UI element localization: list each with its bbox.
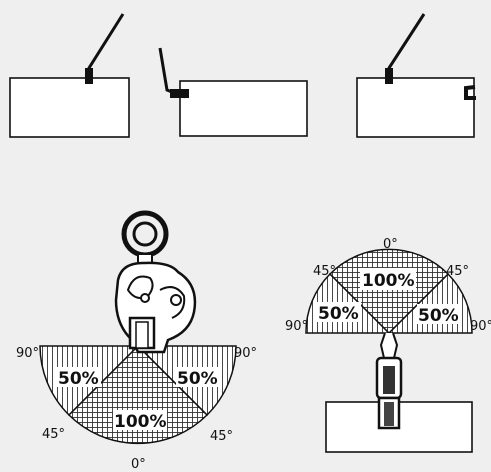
clamp-top-icon (86, 13, 125, 81)
lower-left-figure: 90° 90° 45° 45° 0° 50% 50% 100% (16, 210, 257, 472)
lower-right-figure: 0° 45° 45° 90° 90° 50% 50% 100% (285, 237, 491, 453)
load-area-center (67, 344, 209, 445)
percent-label: 50% (177, 369, 218, 389)
plate (9, 77, 130, 138)
plate (356, 77, 475, 138)
percent-label: 100% (362, 271, 415, 291)
angle-label: 45° (42, 427, 65, 442)
percent-label: 50% (318, 304, 359, 324)
clamp-device (375, 332, 403, 430)
angle-label: 45° (313, 264, 336, 279)
angle-label: 45° (210, 429, 233, 444)
load-area-center (328, 248, 450, 335)
clamp-device (114, 210, 197, 354)
angle-label: 90° (470, 319, 491, 334)
angle-label: 0° (383, 237, 398, 252)
angle-label: 0° (131, 457, 146, 472)
percent-label: 100% (114, 412, 167, 432)
percent-label: 50% (58, 369, 99, 389)
plate (179, 80, 308, 137)
angle-label: 45° (446, 264, 469, 279)
clamp-top-icon (386, 13, 426, 81)
top-panel-3 (356, 13, 476, 138)
top-panel-1 (9, 13, 130, 138)
clamp-right-icon (464, 85, 476, 100)
angle-label: 90° (16, 346, 39, 361)
top-panel-2 (158, 47, 308, 137)
angle-label: 90° (234, 346, 257, 361)
percent-label: 50% (418, 306, 459, 326)
angle-label: 90° (285, 319, 308, 334)
